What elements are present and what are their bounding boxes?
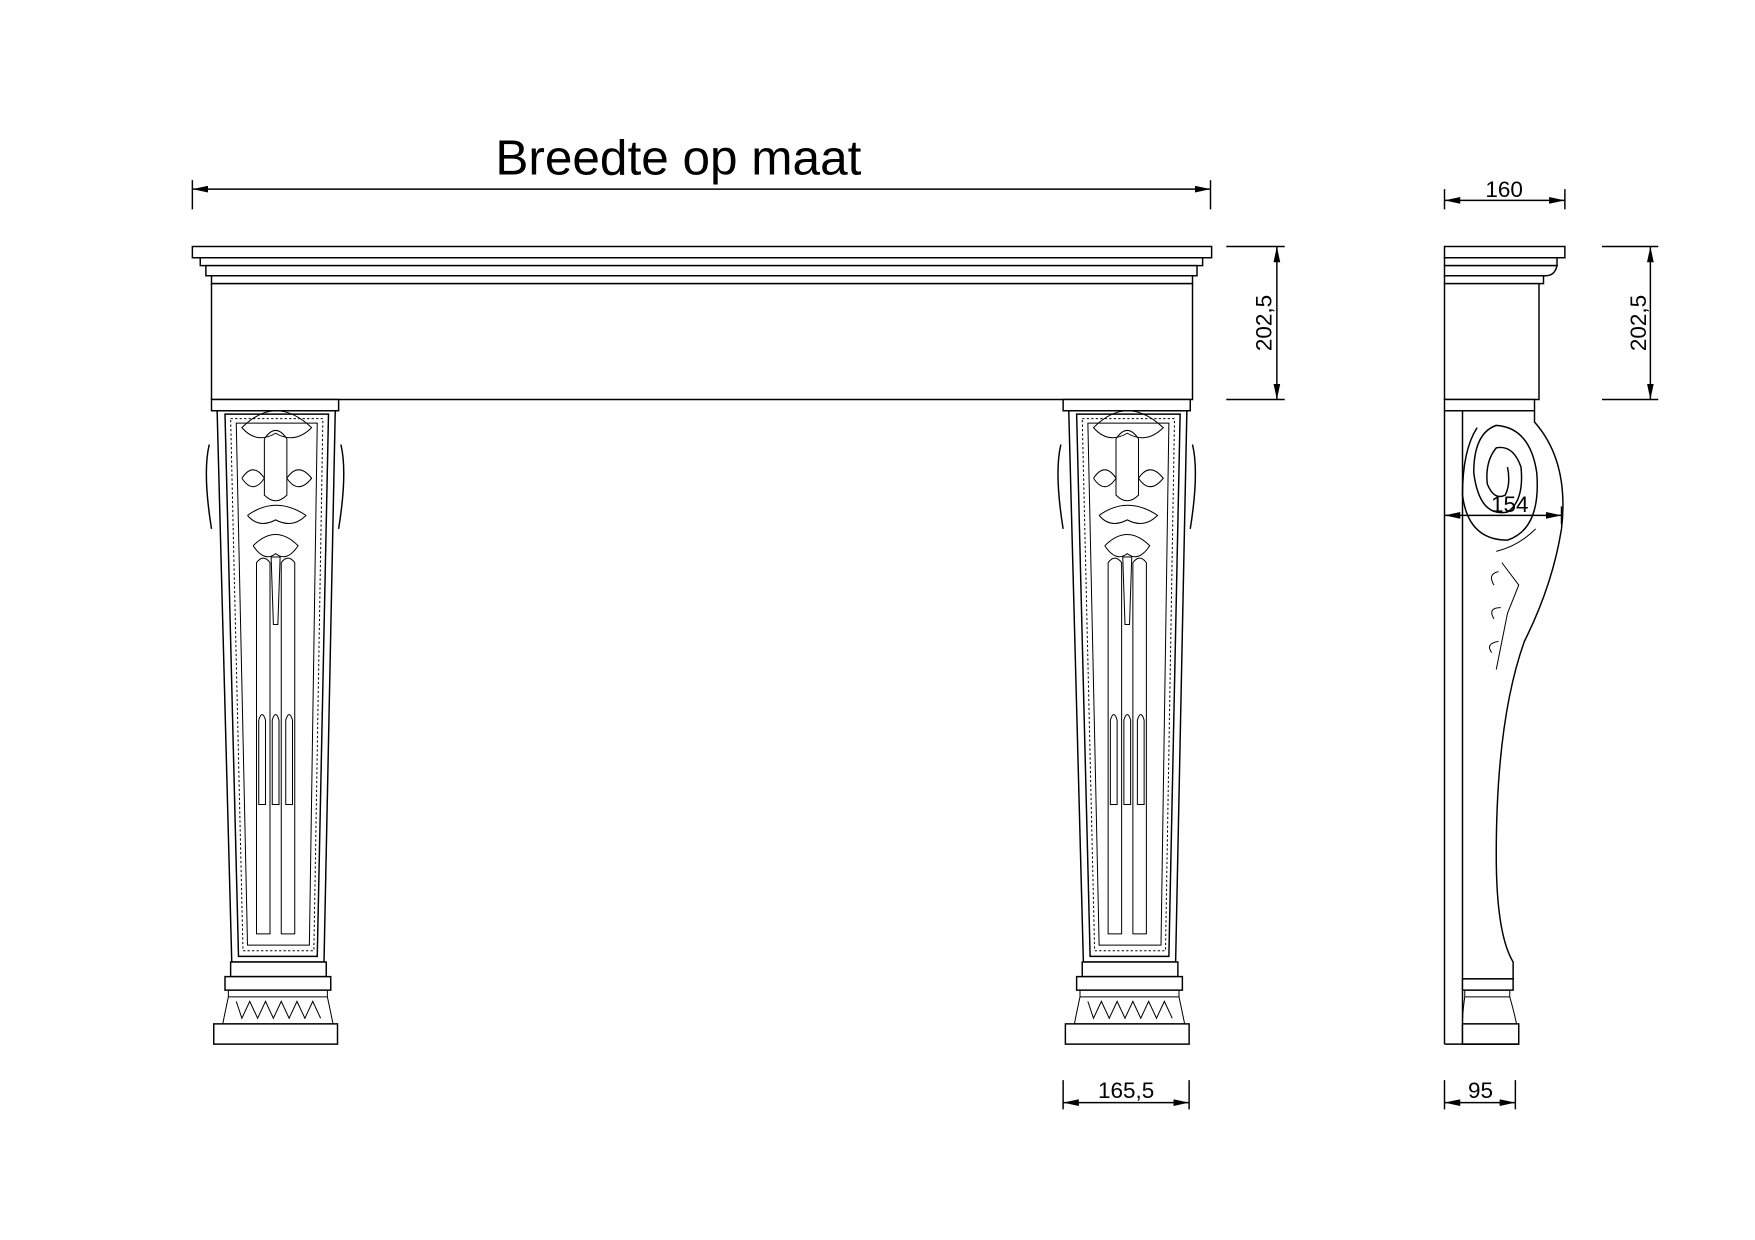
leg-depth-label: 95 [1468, 1078, 1493, 1103]
leg-width-label: 165,5 [1098, 1078, 1154, 1103]
right-leg [1057, 398, 1197, 1045]
left-leg [205, 398, 345, 1045]
drawing-title: Breedte op maat [495, 131, 861, 186]
side-depth-dimension: 160 [1443, 177, 1566, 210]
width-dimension-line [191, 180, 1212, 210]
front-height-label: 202,5 [1251, 295, 1276, 351]
side-depth-label: 160 [1485, 177, 1523, 202]
side-view [1443, 245, 1566, 1045]
leg-width-dimension: 165,5 [1062, 1078, 1190, 1110]
side-height-dimension: 202,5 [1602, 245, 1659, 401]
corbel-depth-dimension: 154 [1444, 492, 1563, 525]
corbel-depth-label: 154 [1491, 492, 1529, 517]
leg-depth-dimension: 95 [1443, 1078, 1517, 1110]
front-view [191, 245, 1213, 1045]
front-height-dimension: 202,5 [1226, 245, 1285, 401]
side-height-label: 202,5 [1626, 295, 1651, 351]
